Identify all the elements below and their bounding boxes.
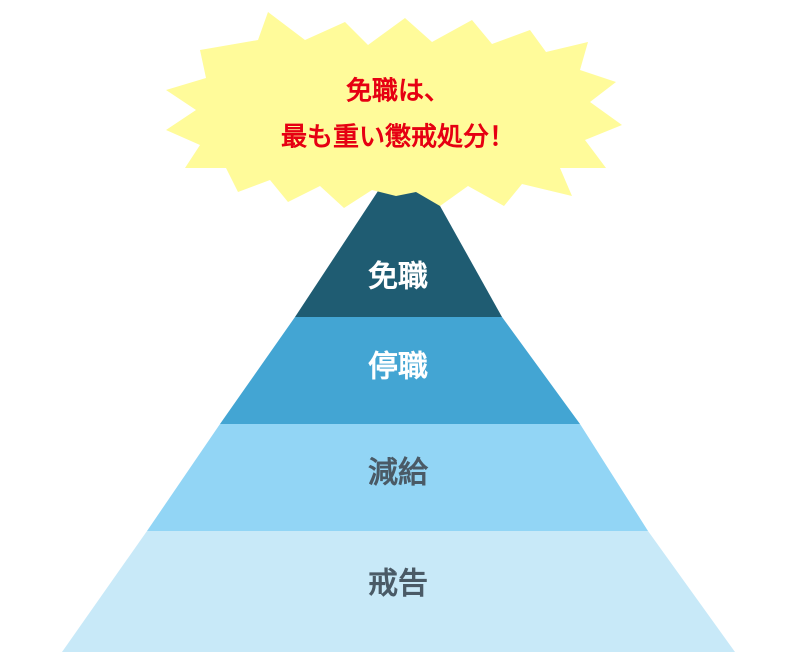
callout-line-1: 免職は、	[346, 76, 450, 107]
tier-label-dismissal: 免職	[368, 260, 428, 295]
starburst-callout	[166, 12, 622, 208]
tier-label-pay-cut: 減給	[368, 456, 429, 491]
tier-label-reprimand: 戒告	[368, 567, 428, 602]
pyramid-tier-pay-cut	[147, 424, 648, 531]
callout-line-2: 最も重い懲戒処分！	[281, 123, 515, 153]
pyramid-tier-suspension	[220, 317, 580, 424]
pyramid-tier-reprimand	[62, 531, 735, 652]
tier-label-suspension: 停職	[368, 350, 428, 385]
pyramid-tier-dismissal	[295, 188, 502, 317]
